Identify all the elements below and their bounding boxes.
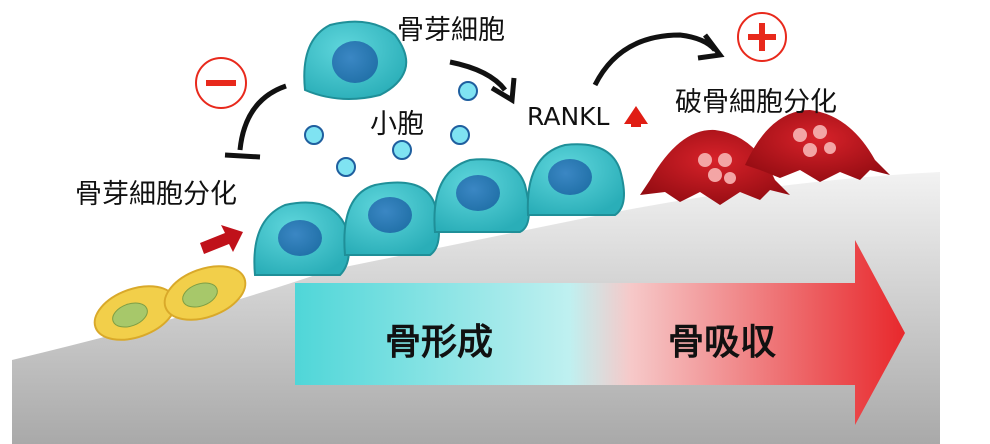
osteoclast-differentiation-label: 破骨細胞分化 [675,87,837,118]
plus-sign-icon [737,12,787,62]
vesicle-label: 小胞 [370,109,424,140]
rankl-up-arrow-icon [624,106,648,127]
bone-formation-label: 骨形成 [385,322,494,363]
osteoblast-label: 骨芽細胞 [397,15,505,46]
osteoclast-arrowhead-icon [697,33,725,61]
formation-resorption-arrow [295,240,905,425]
minus-sign-icon [195,57,247,109]
inhibition-bar [224,152,261,160]
rankl-arrowhead-icon [490,77,517,105]
bone-resorption-label: 骨吸収 [668,322,777,363]
osteoblast-differentiation-label: 骨芽細胞分化 [75,179,237,210]
preosteoblast-cells [93,265,247,341]
vesicles [304,81,478,177]
differentiation-arrow-icon [200,225,243,254]
inhibition-arrow [237,83,287,151]
osteoclast-arrow [592,32,717,87]
osteoblast-layer [253,143,625,276]
osteoblast-top [303,20,408,100]
rankl-arrow [449,59,507,92]
osteoclast-cells [640,110,890,205]
rankl-label: RANKL [527,102,610,131]
